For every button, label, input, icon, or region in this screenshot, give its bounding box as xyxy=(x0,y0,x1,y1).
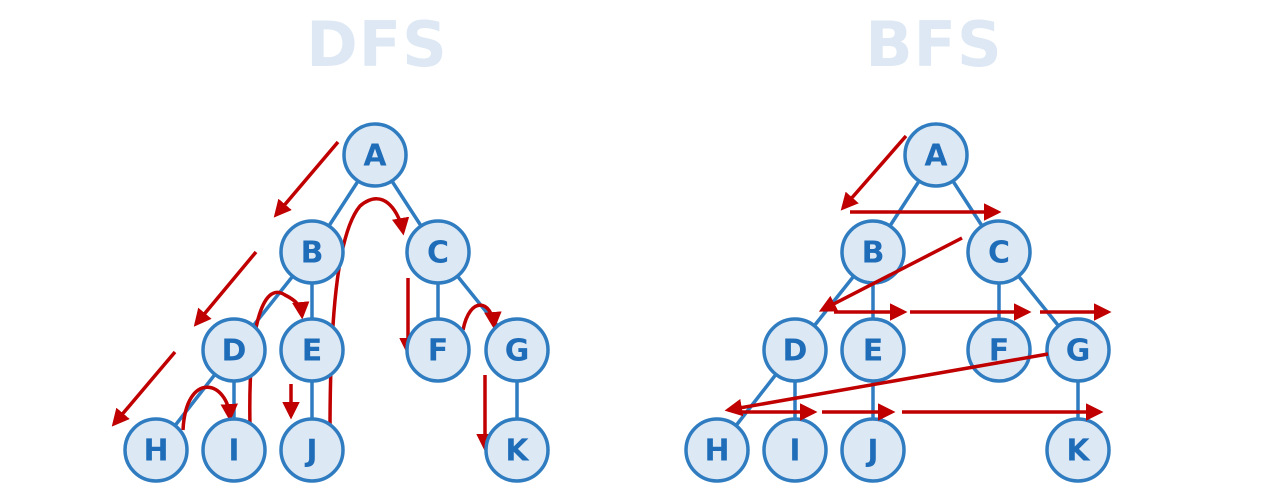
dfs-node-circle xyxy=(279,219,345,285)
dfs-node-e: E xyxy=(279,317,345,383)
bfs-node-h: H xyxy=(684,417,750,483)
bfs-arrow-c-d xyxy=(818,236,963,312)
dfs-node-circle xyxy=(484,417,550,483)
dfs-node-h: H xyxy=(123,417,189,483)
dfs-node-circle xyxy=(484,317,550,383)
dfs-node-b: B xyxy=(279,219,345,285)
dfs-node-label: A xyxy=(363,139,387,174)
dfs-node-circle xyxy=(201,317,267,383)
dfs-node-label: H xyxy=(143,434,168,469)
bfs-arrow-a-b xyxy=(840,134,908,211)
dfs-node-label: F xyxy=(428,334,449,369)
bfs-node-a: A xyxy=(903,122,969,188)
dfs-node-label: I xyxy=(228,434,239,469)
dfs-node-label: E xyxy=(302,334,323,369)
bfs-node-e: E xyxy=(840,317,906,383)
bfs-node-label: A xyxy=(924,139,948,174)
bfs-node-label: K xyxy=(1066,434,1091,469)
dfs-node-label: D xyxy=(222,334,247,369)
dfs-arrow-b-d xyxy=(193,250,258,327)
bfs-node-k: K xyxy=(1045,417,1111,483)
bfs-node-label: H xyxy=(704,434,729,469)
dfs-node-a: A xyxy=(342,122,408,188)
bfs-node-label: C xyxy=(988,236,1010,271)
dfs-node-f: F xyxy=(405,317,471,383)
dfs-node-label: G xyxy=(505,334,530,369)
bfs-node-label: I xyxy=(789,434,800,469)
dfs-node-circle xyxy=(279,317,345,383)
bfs-node-circle xyxy=(903,122,969,188)
bfs-node-b: B xyxy=(840,219,906,285)
dfs-node-j: J xyxy=(279,417,345,483)
bfs-node-circle xyxy=(966,219,1032,285)
bfs-node-j: J xyxy=(840,417,906,483)
bfs-node-c: C xyxy=(966,219,1032,285)
dfs-arrow-a-b xyxy=(273,140,340,218)
bfs-node-label: B xyxy=(862,236,885,271)
dfs-nodes: A B C D E F G H I J K xyxy=(123,122,550,483)
dfs-node-i: I xyxy=(201,417,267,483)
bfs-node-d: D xyxy=(762,317,828,383)
bfs-edges xyxy=(715,154,1080,452)
bfs-node-circle xyxy=(1045,417,1111,483)
bfs-node-g: G xyxy=(1045,317,1111,383)
dfs-node-d: D xyxy=(201,317,267,383)
dfs-node-circle xyxy=(405,317,471,383)
bfs-node-circle xyxy=(762,417,828,483)
dfs-node-c: C xyxy=(405,219,471,285)
dfs-node-circle xyxy=(342,122,408,188)
bfs-node-label: G xyxy=(1066,334,1091,369)
bfs-tree: A B C D E F G H I J K xyxy=(684,122,1112,483)
dfs-tree: A B C D E F G H I J K xyxy=(111,122,550,483)
dfs-arrow-j-c xyxy=(328,197,410,433)
dfs-node-g: G xyxy=(484,317,550,383)
bfs-node-label: F xyxy=(989,334,1010,369)
dfs-node-circle xyxy=(201,417,267,483)
bfs-node-f: F xyxy=(966,317,1032,383)
dfs-title: DFS xyxy=(306,8,448,81)
bfs-traversal-arrows xyxy=(724,134,1112,421)
bfs-node-circle xyxy=(684,417,750,483)
bfs-node-i: I xyxy=(762,417,828,483)
dfs-node-label: C xyxy=(427,236,449,271)
dfs-node-circle xyxy=(405,219,471,285)
dfs-arrow-h-i xyxy=(181,385,238,431)
dfs-node-circle xyxy=(123,417,189,483)
bfs-nodes: A B C D E F G H I J K xyxy=(684,122,1111,483)
bfs-node-circle xyxy=(840,317,906,383)
dfs-node-label: B xyxy=(301,236,324,271)
bfs-node-circle xyxy=(1045,317,1111,383)
dfs-node-circle xyxy=(279,417,345,483)
bfs-node-label: E xyxy=(863,334,884,369)
dfs-node-k: K xyxy=(484,417,550,483)
bfs-title: BFS xyxy=(865,8,1003,81)
bfs-node-label: J xyxy=(865,434,878,469)
bfs-arrow-g-h xyxy=(724,352,1049,417)
dfs-arrow-f-g xyxy=(461,303,502,331)
dfs-arrow-d-h xyxy=(111,350,177,427)
dfs-node-label: K xyxy=(505,434,530,469)
bfs-node-circle xyxy=(840,417,906,483)
bfs-node-circle xyxy=(762,317,828,383)
bfs-node-label: D xyxy=(783,334,808,369)
dfs-node-label: J xyxy=(304,434,317,469)
